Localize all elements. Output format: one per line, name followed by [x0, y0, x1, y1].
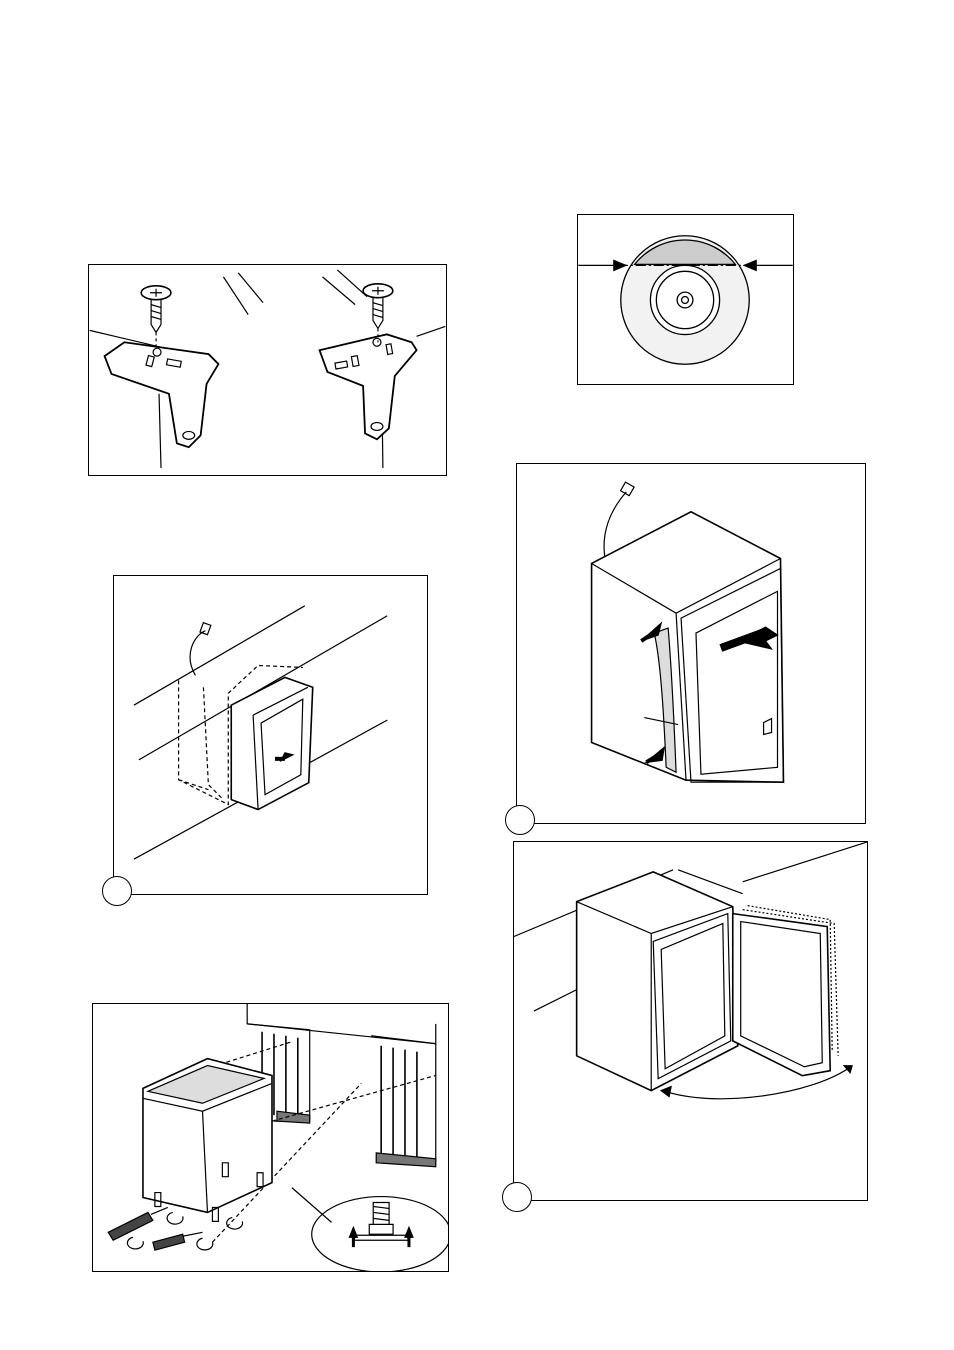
figure-brackets [88, 264, 447, 476]
brackets-illustration [89, 265, 446, 475]
step-badge [102, 876, 132, 906]
adjust-feet-illustration [93, 1004, 448, 1271]
step-badge [505, 805, 535, 835]
figure-insert-into-niche [113, 575, 428, 895]
figure-door-swing [513, 841, 868, 1201]
step-badge [502, 1182, 532, 1212]
seal-strip-illustration [517, 464, 865, 823]
figure-seal-strip [516, 463, 866, 824]
figure-adjust-feet [92, 1003, 449, 1272]
door-swing-illustration [514, 842, 867, 1200]
figure-level-gauge [577, 214, 794, 385]
insert-into-niche-illustration [114, 576, 427, 894]
level-gauge-illustration [578, 215, 793, 384]
